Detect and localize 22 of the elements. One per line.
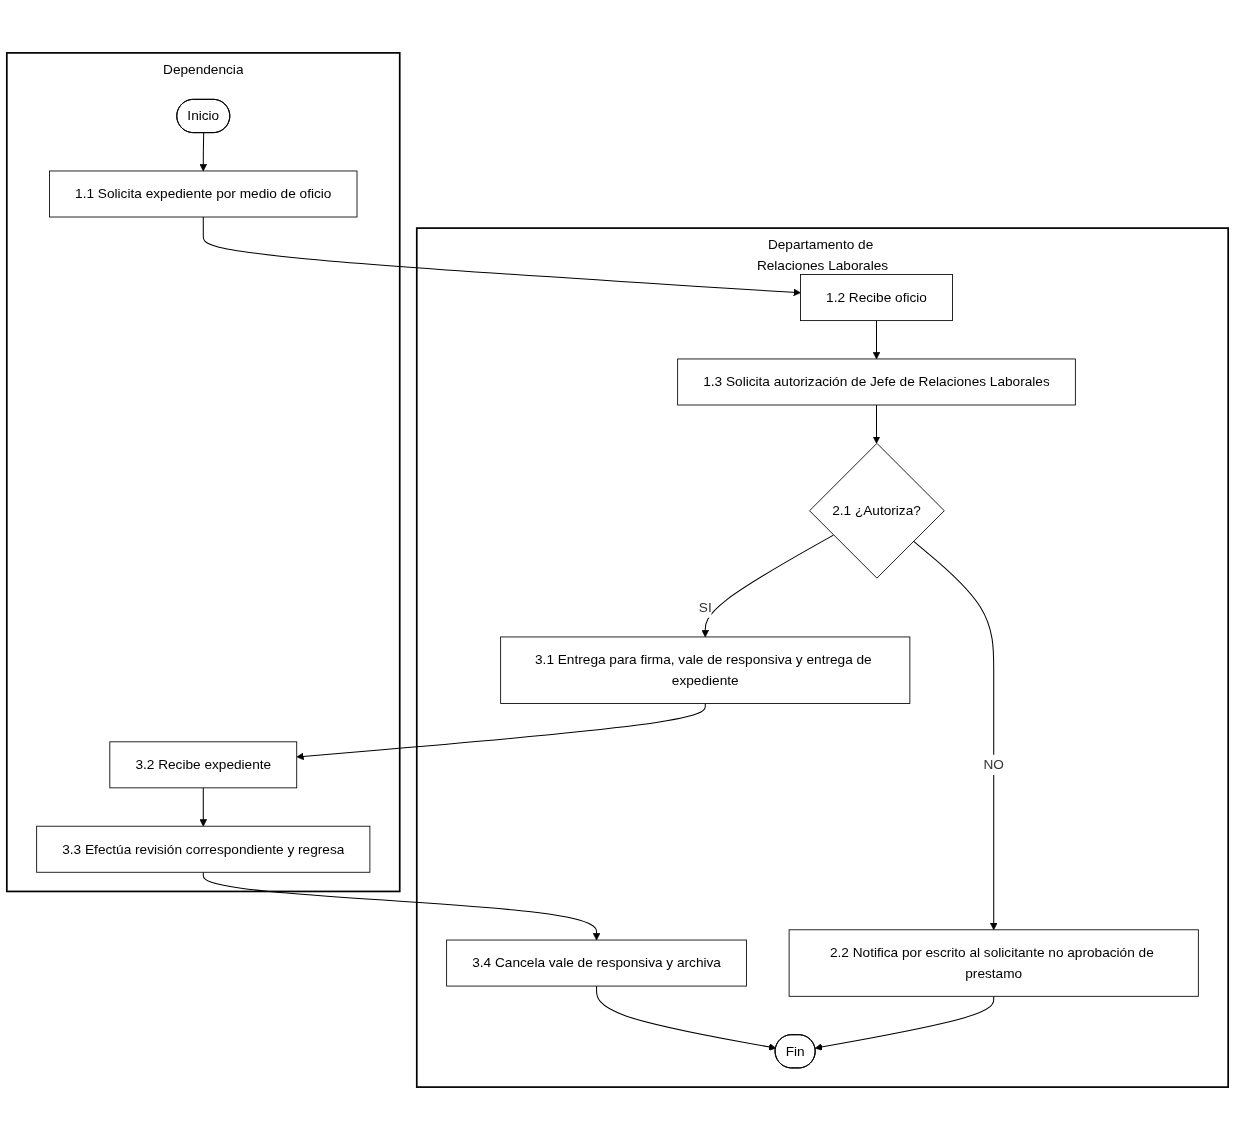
arrow bbox=[596, 985, 777, 1051]
arrow bbox=[202, 216, 801, 297]
node-box: 1.3 Solicita autorización de Jefe de Relaciones Laborales bbox=[677, 358, 1076, 406]
node-diamond: 2.1 ¿Autoriza? bbox=[809, 442, 945, 579]
arrow bbox=[701, 534, 834, 638]
arrow bbox=[814, 995, 995, 1051]
node-box: 2.2 Notifica por escrito al solicitante no aprobación de prestamo bbox=[788, 929, 1199, 997]
node-box: 3.1 Entrega para firma, vale de responsiva y entrega de expediente bbox=[500, 636, 911, 704]
arrow bbox=[872, 404, 881, 444]
arrow bbox=[202, 871, 601, 941]
arrow bbox=[199, 787, 208, 827]
arrow bbox=[296, 702, 706, 761]
arrow bbox=[199, 132, 208, 172]
node-box: 1.1 Solicita expediente por medio de oficio bbox=[49, 170, 358, 218]
arrow bbox=[872, 320, 881, 360]
edge-label: SI bbox=[698, 599, 712, 615]
arrow bbox=[912, 540, 998, 931]
edge-label: NO bbox=[983, 757, 1004, 772]
node-box: 3.2 Recibe expediente bbox=[109, 741, 298, 789]
node-box: 3.4 Cancela vale de responsiva y archiva bbox=[446, 939, 747, 987]
node-box: 1.2 Recibe oficio bbox=[800, 274, 953, 322]
node-box: 3.3 Efectúa revisión correspondiente y regresa bbox=[36, 825, 371, 873]
